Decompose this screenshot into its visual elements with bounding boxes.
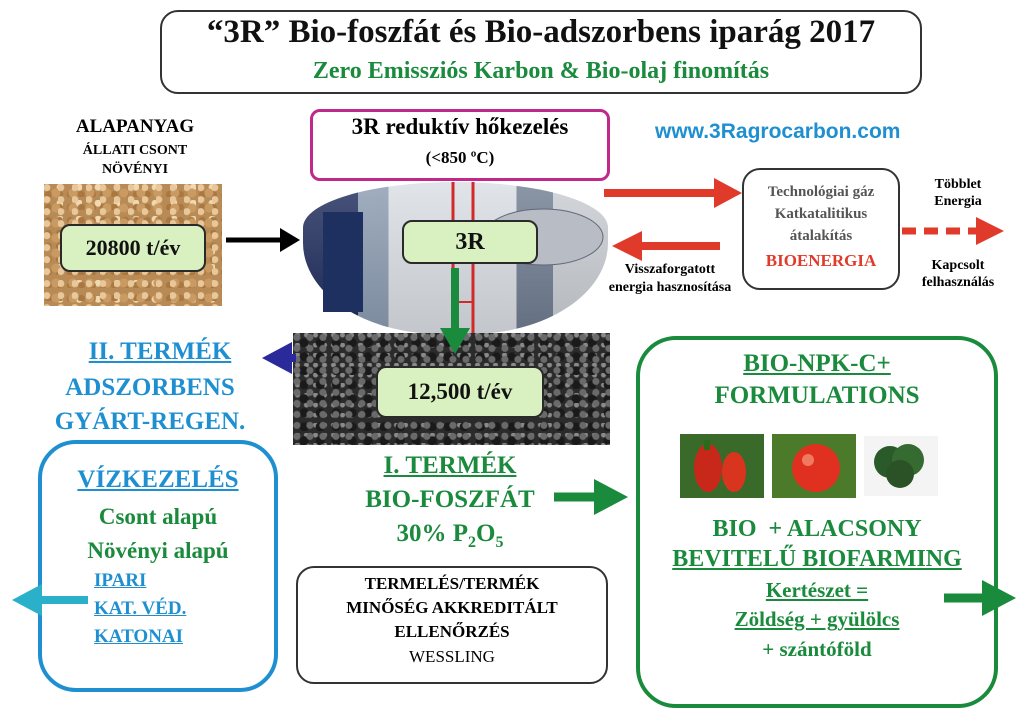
raw-material-title: ALAPANYAG	[40, 116, 230, 138]
water-line2: Növényi alapú	[38, 538, 278, 564]
coupled-line1: Kapcsolt	[906, 258, 1010, 274]
pepper-drawing	[680, 434, 764, 498]
coupled-line2: felhasználás	[906, 275, 1010, 291]
tomato-photo	[772, 434, 856, 498]
recycled-line2: energia hasznosítása	[590, 280, 750, 296]
arrow-raw-to-reactor	[226, 228, 300, 252]
formulations-line4: BEVITELŰ BIOFARMING	[636, 546, 998, 573]
product1-title: I. TERMÉK	[330, 452, 570, 480]
product2-line2: GYÁRT-REGEN.	[30, 408, 270, 436]
raw-material-amount: 20800 t/év	[60, 224, 206, 272]
arrow-reactor-to-gas	[604, 178, 742, 208]
quality-line3: ELLENŐRZÉS	[296, 622, 608, 642]
product2-line1: ADSZORBENS	[30, 374, 270, 402]
water-title: VÍZKEZELÉS	[38, 466, 278, 494]
website-link[interactable]: www.3Ragrocarbon.com	[655, 120, 900, 144]
water-line4: KAT. VÉD.	[94, 598, 186, 620]
formulations-line5: Kertészet =	[636, 578, 998, 603]
water-line5: KATONAI	[94, 626, 183, 648]
process-title: 3R reduktív hőkezelés	[310, 114, 610, 140]
water-line3: IPARI	[94, 570, 146, 592]
quality-line2: MINŐSÉG AKKREDITÁLT	[296, 598, 608, 618]
tomato-drawing	[772, 434, 856, 498]
reactor-label: 3R	[402, 220, 538, 264]
formulations-line1: BIO-NPK-C+	[636, 350, 998, 378]
gas-line2: Katkatalitikus	[742, 206, 900, 223]
product1-line2: 30% P2O5	[330, 520, 570, 552]
page-title: “3R” Bio-foszfát és Bio-adszorbens ipará…	[160, 14, 922, 51]
formulations-line2: FORMULATIONS	[636, 382, 998, 410]
quality-line4: WESSLING	[296, 647, 608, 667]
gas-line4: BIOENERGIA	[742, 251, 900, 271]
quality-line1: TERMELÉS/TERMÉK	[296, 574, 608, 594]
product1-sub1: 2	[468, 534, 476, 551]
formulations-line7: + szántóföld	[636, 637, 998, 662]
gas-line3: átalakítás	[742, 228, 900, 245]
raw-material-line2: NÖVÉNYI	[40, 162, 230, 178]
raw-material-line1: ÁLLATI CSONT	[40, 143, 230, 159]
arrow-surplus-energy	[902, 217, 1004, 245]
product1-formula-o: O	[476, 520, 495, 547]
gas-line1: Technológiai gáz	[742, 184, 900, 201]
process-temperature: (<850 ºC)	[310, 148, 610, 168]
formulations-line6: Zöldség + gyülölcs	[636, 607, 998, 632]
arrow-gas-to-reactor	[612, 231, 720, 261]
recycled-line1: Visszaforgatott	[590, 262, 750, 278]
output-amount: 12,500 t/év	[376, 366, 544, 418]
formulations-line3: BIO + ALACSONY	[636, 516, 998, 543]
product1-formula-a: 30% P	[397, 520, 469, 547]
product1-sub2: 5	[495, 534, 503, 551]
broccoli-drawing	[864, 436, 938, 496]
page-subtitle: Zero Emissziós Karbon & Bio-olaj finomít…	[160, 58, 922, 85]
surplus-line2: Energia	[912, 194, 1004, 210]
water-line1: Csont alapú	[38, 504, 278, 530]
surplus-line1: Többlet	[912, 177, 1004, 193]
broccoli-photo	[864, 436, 938, 496]
pepper-photo	[680, 434, 764, 498]
product1-line1: BIO-FOSZFÁT	[330, 486, 570, 514]
product2-title: II. TERMÉK	[50, 338, 270, 366]
